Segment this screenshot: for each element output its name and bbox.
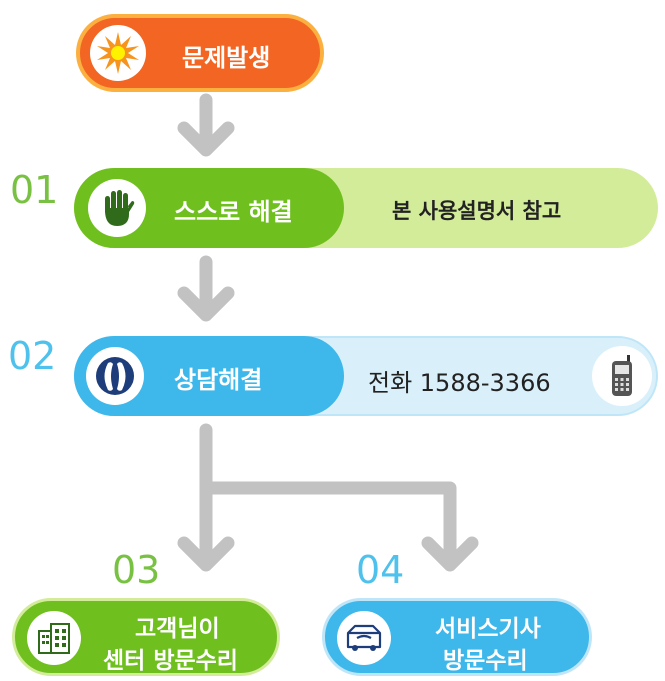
step-01-title-pill: 스스로 해결 — [74, 168, 344, 248]
step-04-pill: 서비스기사 방문수리 — [322, 598, 592, 676]
step-04-title-line1: 서비스기사 — [435, 616, 541, 642]
service-van-icon — [337, 611, 391, 665]
arrow-02-to-04 — [199, 481, 457, 570]
start-label: 문제발생 — [182, 44, 271, 72]
step-03-title-line1: 고객님이 — [135, 616, 220, 642]
step-02-title-pill: 상담해결 — [74, 336, 344, 416]
start-pill: 문제발생 — [76, 14, 324, 92]
step-04-number: 04 — [356, 548, 405, 592]
step-01-detail: 본 사용설명서 참고 — [392, 199, 562, 223]
step-01-number: 01 — [10, 168, 59, 212]
step-02-detail: 전화 1588-3366 — [368, 369, 551, 397]
step-03-number: 03 — [112, 548, 161, 592]
burst-icon — [90, 25, 146, 81]
building-icon — [27, 611, 81, 665]
step-04-title-line2: 방문수리 — [443, 648, 528, 674]
step-03-pill: 고객님이 센터 방문수리 — [12, 598, 280, 676]
headset-icon — [86, 347, 144, 405]
step-03-title-line2: 센터 방문수리 — [103, 648, 238, 674]
step-02-number: 02 — [8, 334, 57, 378]
step-01-title: 스스로 해결 — [174, 198, 293, 226]
mobile-phone-icon — [592, 346, 652, 406]
hand-icon — [88, 179, 146, 237]
step-02-title: 상담해결 — [174, 366, 263, 394]
